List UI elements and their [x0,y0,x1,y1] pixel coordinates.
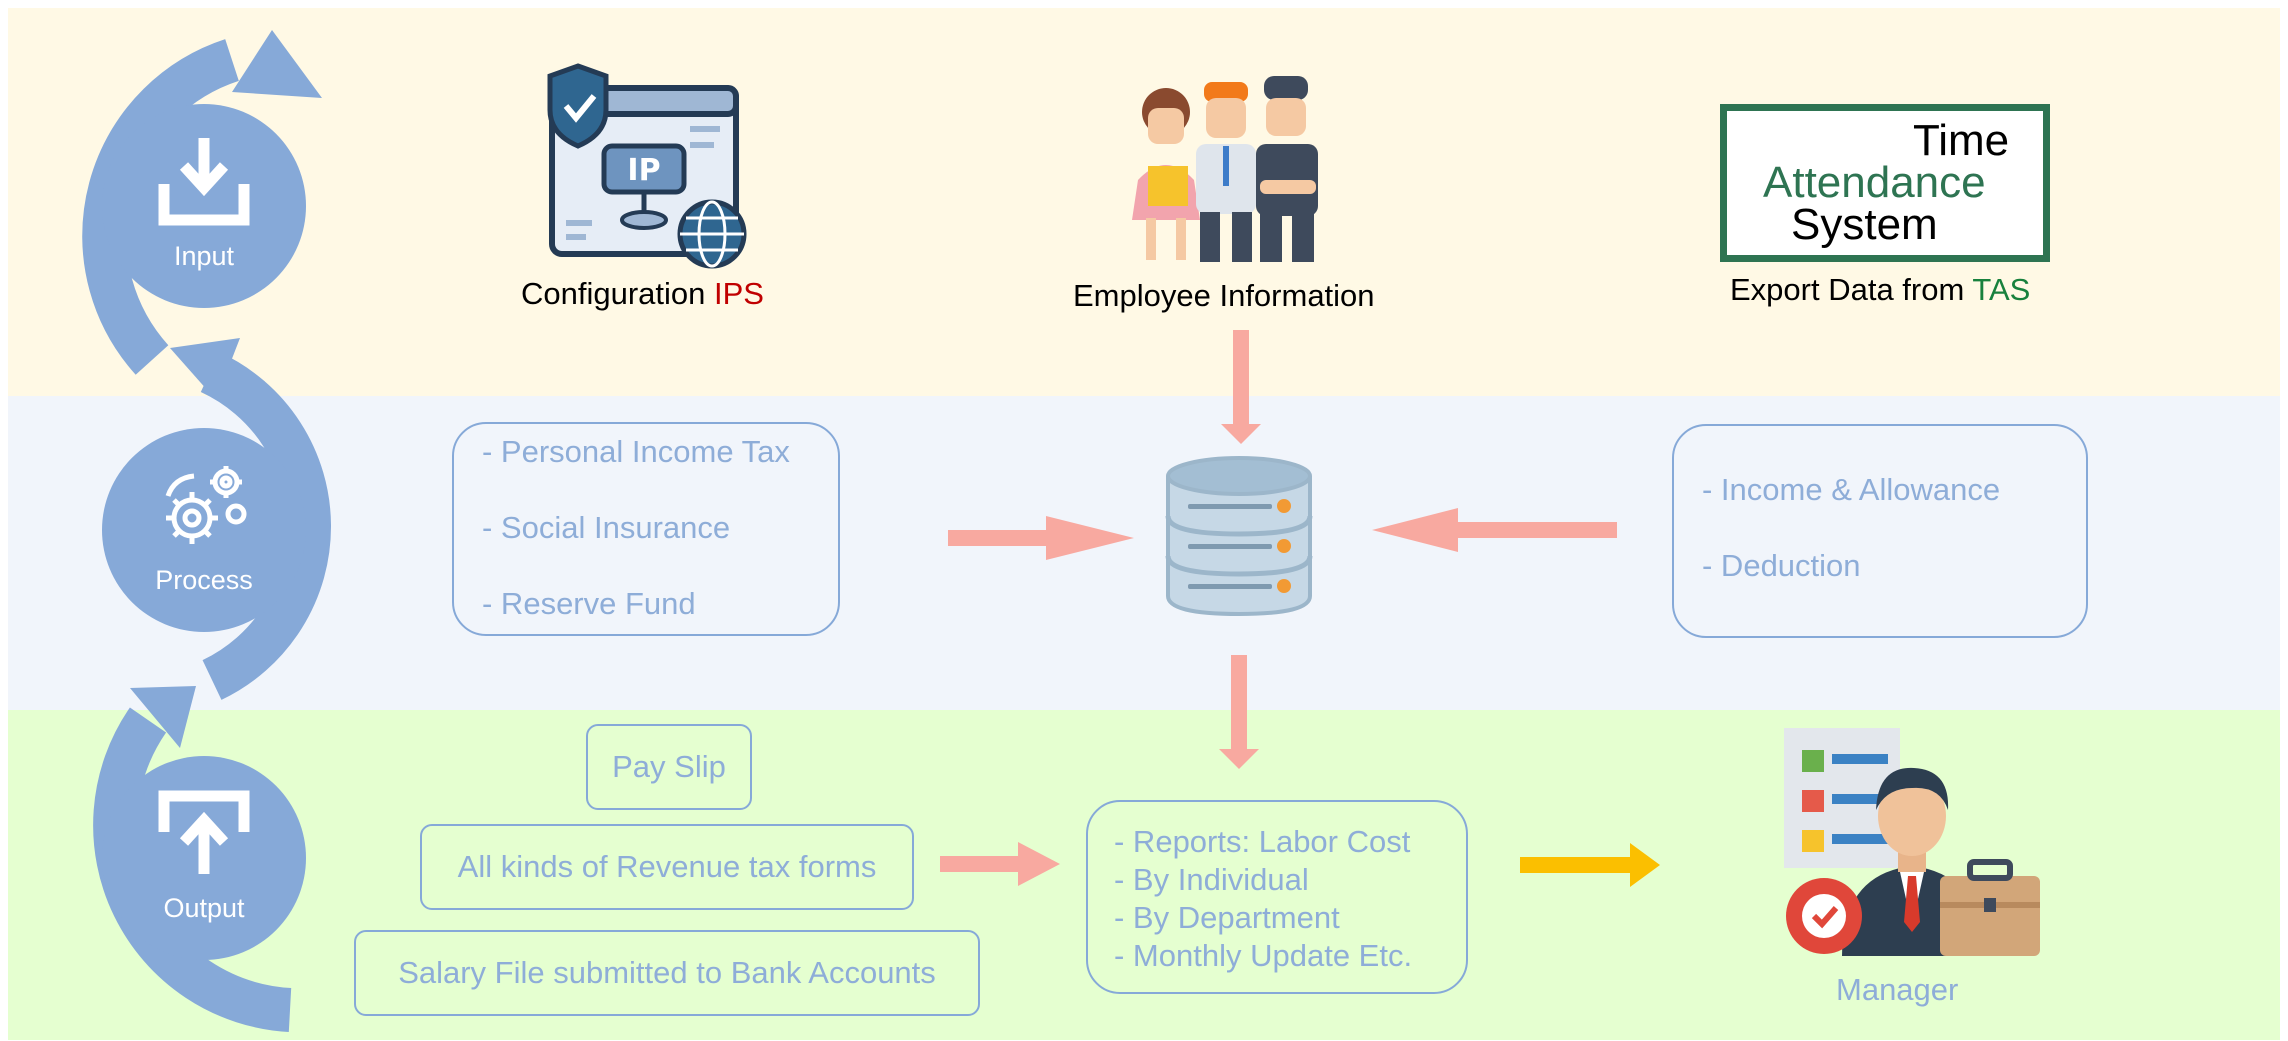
tax-insurance-box: - Personal Income Tax - Social Insurance… [452,422,840,636]
svg-text:IP: IP [627,153,660,188]
arrow-left-box-to-database [948,516,1134,560]
stage-output-label: Output [163,893,245,923]
process-left-item-3: - Reserve Fund [482,586,696,621]
report-item-2: - By Individual [1114,862,1309,897]
export-tas-caption: Export Data from TAS [1730,272,2030,308]
tas-logo-line3: System [1791,200,1938,249]
process-left-item-1: - Personal Income Tax [482,434,790,469]
reports-box: - Reports: Labor Cost - By Individual - … [1086,800,1468,994]
process-right-item-2: - Deduction [1702,548,1861,583]
arrow-reports-to-manager [1520,843,1660,887]
stage-process-label: Process [155,565,253,595]
manager-label: Manager [1836,972,1959,1007]
salary-file-box: Salary File submitted to Bank Accounts [354,930,980,1016]
income-deduction-box: - Income & Allowance - Deduction [1672,424,2088,638]
arrow-right-box-to-database [1372,508,1617,552]
upload-tray-icon [158,790,250,874]
config-ips-prefix: Configuration [521,276,715,311]
download-tray-icon [158,138,250,226]
pay-slip-box: Pay Slip [586,724,752,810]
config-ips-caption: Configuration IPS [521,276,764,312]
report-item-1: - Reports: Labor Cost [1114,824,1411,859]
tas-logo-line2: Attendance [1763,158,1986,207]
config-ips-highlight: IPS [714,276,764,311]
export-tas-prefix: Export Data from [1730,272,1973,307]
ip-configuration-icon: IP [547,63,747,269]
stage-output: Output [102,756,306,960]
employee-information-caption: Employee Information [1073,278,1375,313]
manager-icon [1784,728,2040,956]
process-left-item-2: - Social Insurance [482,510,731,545]
report-item-3: - By Department [1114,900,1340,935]
stage-process: Process [102,428,306,632]
employees-group-icon [1132,76,1318,262]
gears-icon [165,466,247,544]
cycle-arrow-process-to-output [170,338,331,700]
arrow-employee-to-database [1221,330,1261,444]
time-attendance-system-logo: Time Attendance System [1720,104,2050,262]
report-item-4: - Monthly Update Etc. [1114,938,1413,973]
process-band [8,396,2280,710]
revenue-tax-forms-box: All kinds of Revenue tax forms [420,824,914,910]
stage-input: Input [102,104,306,308]
database-icon [1165,456,1313,617]
arrow-database-to-reports [1219,655,1259,769]
export-tas-highlight: TAS [1972,272,2031,307]
tas-logo-line1: Time [1913,116,2010,165]
stage-input-label: Input [173,241,235,271]
process-right-item-1: - Income & Allowance [1702,472,2001,507]
arrow-outputs-to-reports [940,842,1060,886]
